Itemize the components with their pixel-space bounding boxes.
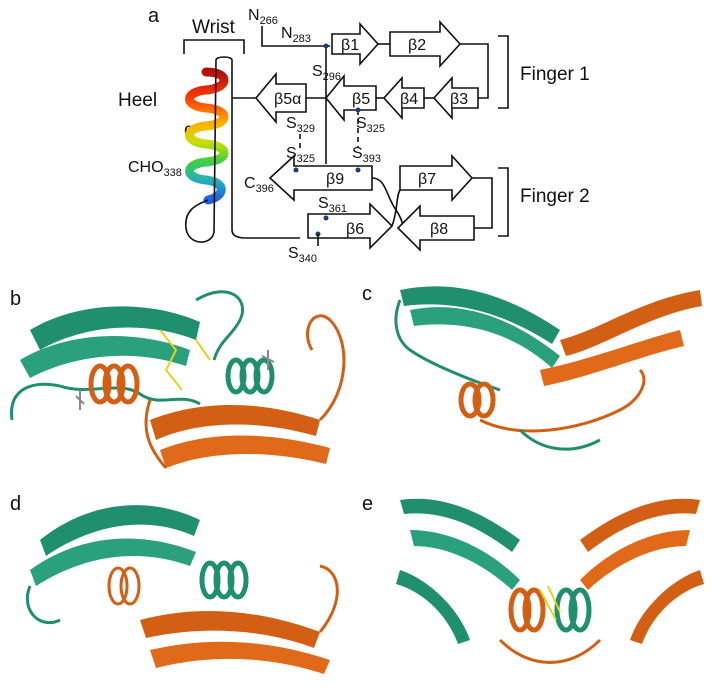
heel-label: Heel [118, 90, 157, 111]
b-orange-loop-2 [144, 399, 168, 469]
e-orange-sheet-3 [630, 570, 704, 644]
c396-label: C396 [244, 175, 274, 195]
structure-panel-e: e [362, 493, 704, 664]
c-green-sheet-1 [400, 286, 560, 344]
c-green-loop-2 [518, 428, 601, 451]
finger1-label: Finger 1 [520, 64, 590, 85]
strand-b4-label: β4 [400, 91, 418, 108]
strand-b5-label: β5 [352, 91, 370, 108]
e-green-sheet-2 [410, 530, 520, 590]
structure-panel-d: d [10, 493, 339, 674]
s296-dot [323, 43, 329, 49]
structure-panel-b: b [10, 288, 346, 469]
finger2-bracket [498, 167, 509, 237]
b-orange-sheet-1 [150, 405, 320, 440]
alpha-helix [185, 67, 229, 205]
strand-b6-label: β6 [346, 221, 364, 238]
n266-line [261, 26, 330, 47]
strand-b5a [254, 71, 307, 125]
strand-b3 [432, 75, 479, 121]
s325a-dot [293, 167, 299, 173]
c-orange-helix [458, 381, 496, 419]
n266-label: N266 [248, 7, 278, 27]
d-orange-sheet-1 [140, 610, 320, 648]
b6-b7-link [391, 189, 401, 227]
e-center-helices [508, 587, 592, 633]
b-green-loop-2 [195, 290, 245, 361]
e-orange-sheet-2 [580, 530, 690, 590]
s361-label: S361 [318, 195, 347, 215]
cho-label: CHO338 [128, 159, 182, 179]
d-green-loop [25, 585, 61, 625]
d-green-sheet-1 [40, 505, 200, 556]
b-green-sheet-2 [20, 336, 190, 378]
wrist-bracket [183, 39, 245, 54]
b2-b3-link [460, 43, 489, 99]
structure-panel-c: c [362, 283, 702, 451]
s393-dot [355, 167, 361, 173]
s340-label: S340 [288, 245, 317, 265]
b-orange-helix [88, 363, 140, 405]
c-orange-sheet-1 [560, 290, 702, 356]
c-orange-sheet-2 [540, 330, 684, 386]
b-orange-sheet-2 [160, 435, 330, 468]
b-green-helix [225, 357, 275, 395]
d-green-helix [199, 560, 249, 600]
finger1-bracket [498, 35, 509, 109]
d-green-sheet-2 [30, 538, 196, 586]
s329-label: S329 [286, 115, 315, 135]
b7-b8-link [472, 177, 493, 229]
panel-label-d: d [10, 493, 21, 515]
c-orange-loop [479, 368, 646, 433]
panel-label-e: e [362, 493, 373, 515]
b-gray-sticks [75, 350, 275, 410]
e-disulfides [539, 585, 561, 621]
n283-label: N283 [281, 25, 311, 45]
c-green-loop [394, 299, 501, 392]
strand-b9 [268, 154, 373, 202]
s325b-dot [355, 107, 361, 113]
panel-label-c: c [362, 283, 372, 305]
topology-diagram: a Wrist Heel α CHO338 N266 N283 β1 β2 β3… [118, 5, 590, 265]
strand-b7 [399, 153, 474, 203]
s325a-label: S325 [286, 145, 315, 165]
strand-b1 [331, 21, 380, 67]
s325b-label: S325 [356, 115, 385, 135]
strand-b5 [324, 73, 377, 123]
b-green-loop-3 [59, 384, 201, 406]
strand-b1-label: β1 [341, 37, 359, 54]
e-bottom-loop [498, 638, 602, 664]
s393-label: S393 [352, 145, 381, 165]
s361-dot [323, 215, 329, 221]
strand-b7-label: β7 [418, 171, 436, 188]
b-disulfides [159, 329, 211, 391]
strand-b8 [396, 204, 475, 252]
strand-b4 [382, 75, 425, 121]
b-green-sheet-1 [30, 306, 200, 350]
panel-label-a: a [148, 5, 160, 27]
e-orange-sheet-1 [580, 498, 700, 552]
finger2-label: Finger 2 [520, 186, 590, 207]
e-green-sheet-1 [400, 498, 520, 552]
b-green-loop-1 [10, 382, 61, 421]
d-orange-sheet-2 [150, 641, 330, 674]
panel-label-b: b [10, 288, 21, 310]
heel-loop [185, 56, 300, 243]
c-green-sheet-2 [410, 307, 560, 368]
s296-label: S296 [312, 63, 341, 83]
strand-b2-label: β2 [408, 37, 426, 54]
d-orange-loop [318, 564, 339, 633]
strand-b9-label: β9 [326, 171, 344, 188]
strand-b5a-label: β5α [274, 91, 301, 108]
d-orange-helix [107, 566, 141, 606]
wrist-label: Wrist [192, 17, 236, 38]
strand-b3-label: β3 [450, 91, 468, 108]
b-orange-loop-1 [306, 314, 346, 422]
strand-b8-label: β8 [430, 221, 448, 238]
e-green-sheet-3 [396, 570, 470, 644]
strand-b2 [389, 19, 462, 69]
